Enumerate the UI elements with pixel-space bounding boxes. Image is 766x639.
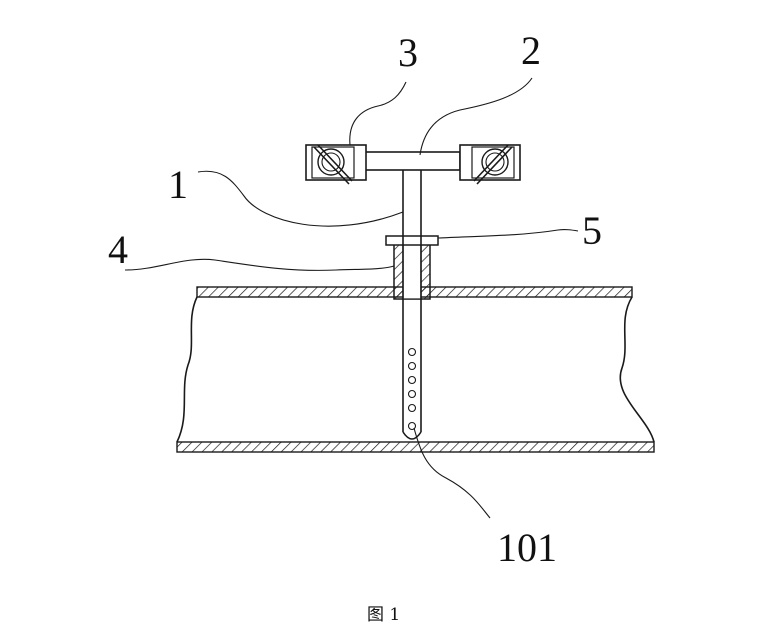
label-part-3: 3 <box>398 30 418 75</box>
label-part-1: 1 <box>168 162 188 207</box>
probe-holes <box>407 347 417 431</box>
leader-lines <box>124 77 579 519</box>
leader-5 <box>437 229 579 239</box>
right-knob <box>459 144 521 185</box>
label-part-101: 101 <box>497 525 557 570</box>
label-part-2: 2 <box>521 28 541 73</box>
leader-3 <box>349 81 407 146</box>
pipe-break-left <box>176 296 198 443</box>
figure-caption: 图 1 <box>367 605 400 625</box>
pipe-bottom-wall <box>176 441 655 453</box>
label-part-5: 5 <box>582 208 602 253</box>
left-knob <box>305 144 367 185</box>
flange <box>385 235 439 246</box>
leader-101 <box>413 427 491 519</box>
leader-4 <box>124 258 395 271</box>
sleeve-assembly <box>385 235 439 300</box>
leader-2 <box>419 77 533 156</box>
t-handle <box>364 151 461 171</box>
probe-rod <box>402 170 422 440</box>
pipe-break-right <box>619 296 655 443</box>
leader-1 <box>197 170 404 227</box>
label-part-4: 4 <box>108 227 128 272</box>
sleeve-bore <box>402 243 422 300</box>
